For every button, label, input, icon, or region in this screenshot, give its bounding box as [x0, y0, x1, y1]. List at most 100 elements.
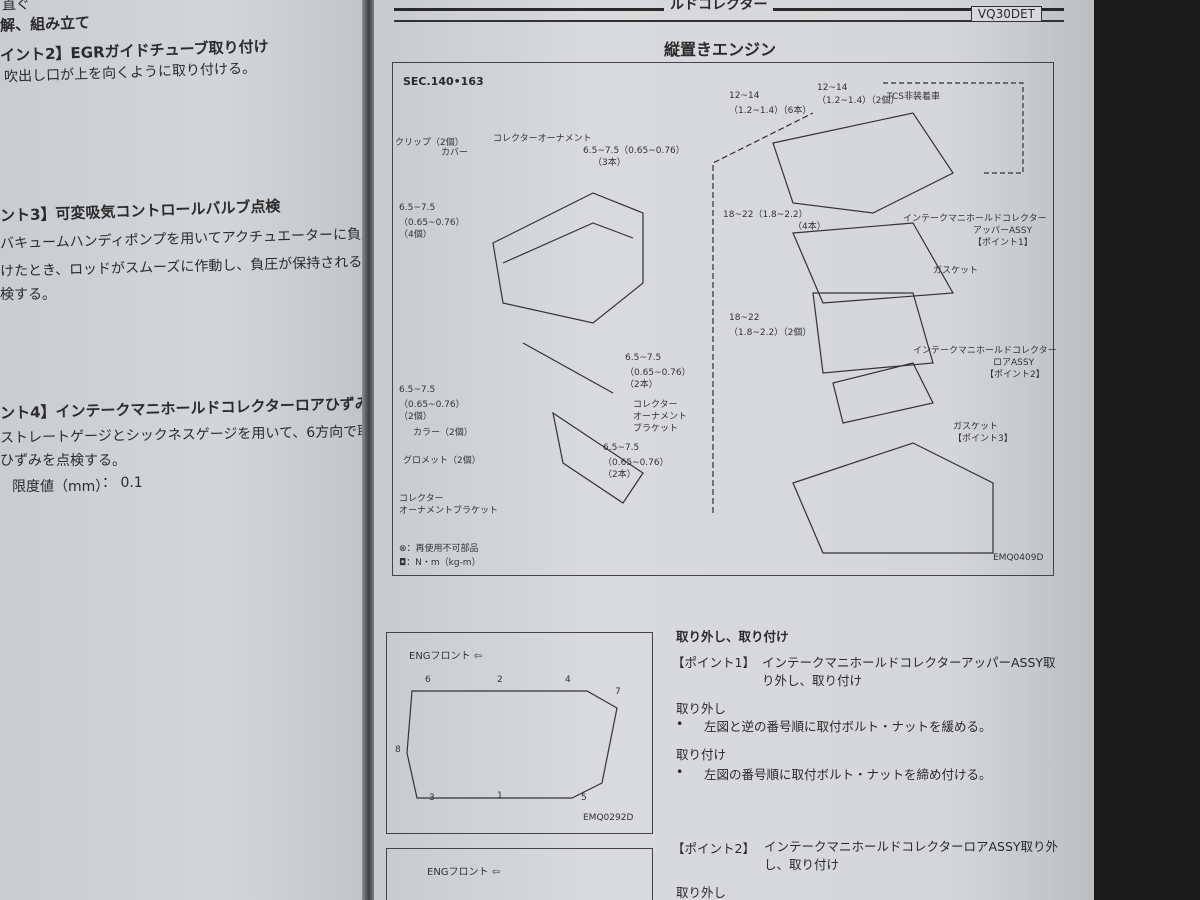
label-torque: 6.5~7.5: [603, 443, 640, 453]
point2-title: インテークマニホールドコレクターロアASSY取り外: [764, 839, 1059, 854]
label-torque: 18~22: [729, 313, 760, 323]
label-bracket: オーナメント: [633, 412, 688, 422]
label-bracket: ブラケット: [633, 424, 679, 434]
label-torque: 12~14: [817, 83, 848, 93]
point1-title: インテークマニホールドコレクターアッパーASSY取: [762, 655, 1056, 670]
label-torque: （0.65~0.76）: [399, 218, 465, 228]
label-qty: （3本）: [593, 158, 626, 168]
label-bracket: コレクター: [399, 494, 444, 504]
label-lower-assy: インテークマニホールドコレクター: [913, 346, 1057, 356]
gasket2-shape: [832, 362, 934, 424]
legend-noreuse: ⊗：再使用不可部品: [399, 544, 479, 554]
header-title: ルドコレクター: [664, 0, 774, 14]
label-qty: （4個）: [399, 230, 432, 240]
install-heading: 取り付け: [676, 747, 727, 762]
heading-point4: ント4】インテークマニホールドコレクターロアひずみ点検: [0, 393, 368, 423]
text-line: 直ぐ: [1, 0, 31, 14]
legend-torque: ◘：N・m（kg-m）: [399, 558, 481, 568]
arrow-left-icon: ⇦: [473, 651, 483, 662]
removal-heading: 取り外し: [676, 885, 727, 900]
bullet: •: [676, 716, 684, 731]
text-line: ストレートゲージとシックネスゲージを用いて、6方向で取付: [0, 423, 368, 447]
label-qty: （4本）: [793, 222, 826, 232]
point1-title-cont: り外し、取り付け: [762, 673, 863, 688]
model-badge: VQ30DET: [970, 6, 1042, 22]
bolt-order-figure-upper: ENGフロント ⇦ 6 2 4 7 8 3 1 5 EMQ0292D: [386, 632, 653, 834]
text-line: ひずみを点検する。: [0, 453, 126, 469]
label-collector-ornament: コレクターオーナメント: [493, 134, 592, 144]
arrow-left-icon: ⇦: [491, 867, 501, 878]
bolt-number: 1: [497, 791, 503, 801]
figure-code: EMQ0292D: [583, 813, 634, 823]
label-clip: クリップ（2個）: [395, 138, 464, 148]
text-line: 解、組み立て: [0, 13, 91, 35]
bolt-order-figure-lower: ENGフロント ⇦: [386, 848, 653, 900]
lower-assy-shape: [812, 292, 934, 374]
upper-assy-shape: [772, 112, 954, 214]
label-gasket: 【ポイント3】: [953, 434, 1013, 444]
label-torque: 18~22（1.8~2.2）: [723, 210, 808, 220]
install-text: 左図の番号順に取付ボルト・ナットを締め付ける。: [704, 767, 992, 782]
left-page: 直ぐ 解、組み立て イント2】EGRガイドチューブ取り付け 吹出し口が上を向くよ…: [0, 0, 368, 900]
text-line: けたとき、ロッドがスムーズに作動し、負圧が保持されるか: [0, 254, 368, 280]
label-cover: カバー: [441, 148, 469, 158]
no-reuse-icon: ⊗: [399, 544, 407, 554]
bolt-number: 6: [425, 675, 431, 685]
limit-label: 限度値（mm）: [12, 479, 110, 495]
heading-point3: ント3】可変吸気コントロールバルブ点検: [0, 197, 281, 225]
text-line: バキュームハンディポンプを用いてアクチュエーターに負圧を: [0, 225, 368, 253]
label-bracket: オーナメントブラケット: [399, 506, 499, 516]
bracket-shape: [552, 411, 644, 504]
point1-tag: 【ポイント1】: [672, 655, 755, 670]
bolt-number: 7: [615, 687, 621, 697]
label-torque: （1.2~1.4）（2個）: [817, 96, 900, 106]
label-torque: （0.65~0.76）: [603, 458, 669, 468]
removal-text: 左図と逆の番号順に取付ボルト・ナットを緩める。: [704, 719, 992, 734]
limit-value: ： 0.1: [102, 475, 143, 491]
figure-code: EMQ0409D: [993, 553, 1044, 563]
label-qty: （2個）: [399, 412, 432, 422]
label-torque: 12~14: [729, 91, 760, 101]
label-tcs: TCS非装着車: [887, 92, 940, 102]
removal-heading: 取り外し: [676, 701, 727, 716]
right-page: ルドコレクター VQ30DET 縦置きエンジン SEC.140•163 クリップ…: [374, 0, 1094, 900]
collector-ornament-shape: [492, 192, 644, 324]
label-upper-assy: 【ポイント1】: [973, 238, 1033, 248]
section-title: 縦置きエンジン: [664, 40, 777, 59]
label-torque: （0.65~0.76）: [625, 368, 691, 378]
label-upper-assy: アッパーASSY: [973, 226, 1033, 236]
sec-label: SEC.140•163: [403, 75, 484, 88]
point2-title-cont: し、取り付け: [764, 857, 840, 872]
point2-tag: 【ポイント2】: [672, 841, 755, 856]
book-spine: [362, 0, 376, 900]
bracket-strip: [522, 342, 614, 394]
label-gasket: ガスケット: [933, 266, 979, 276]
label-qty: （2本）: [625, 380, 658, 390]
instructions-heading: 取り外し、取り付け: [676, 629, 789, 644]
label-torque: 6.5~7.5: [625, 353, 662, 363]
label-torque: 6.5~7.5: [399, 385, 436, 395]
eng-front-label: ENGフロント ⇦: [409, 651, 483, 662]
torque-icon: ◘: [399, 558, 407, 568]
bolt-number: 5: [581, 793, 587, 803]
label-torque: （1.8~2.2）（2個）: [729, 328, 812, 338]
diagram-drawing: [492, 82, 1024, 554]
bolt-number: 3: [429, 793, 435, 803]
label-torque: （0.65~0.76）: [399, 400, 465, 410]
label-lower-assy: ロアASSY: [993, 358, 1035, 368]
label-bracket: コレクター: [633, 400, 678, 410]
label-qty: （2本）: [603, 470, 636, 480]
bullet: •: [676, 764, 684, 779]
label-grommet: グロメット（2個）: [403, 456, 481, 466]
label-upper-assy: インテークマニホールドコレクター: [903, 214, 1047, 224]
label-torque: （1.2~1.4）（6本）: [729, 106, 812, 116]
header-rule: [394, 20, 1064, 22]
bolt-number: 2: [497, 675, 503, 685]
label-lower-assy: 【ポイント2】: [985, 370, 1045, 380]
bolt-number: 4: [565, 675, 571, 685]
eng-front-label: ENGフロント ⇦: [427, 867, 501, 878]
label-gasket: ガスケット: [953, 422, 999, 432]
label-torque: 6.5~7.5（0.65~0.76）: [583, 146, 685, 156]
exploded-diagram: SEC.140•163 クリップ（2個） カバー コレクターオーナメント 6.5…: [392, 62, 1057, 576]
label-collar: カラー（2個）: [413, 428, 473, 438]
